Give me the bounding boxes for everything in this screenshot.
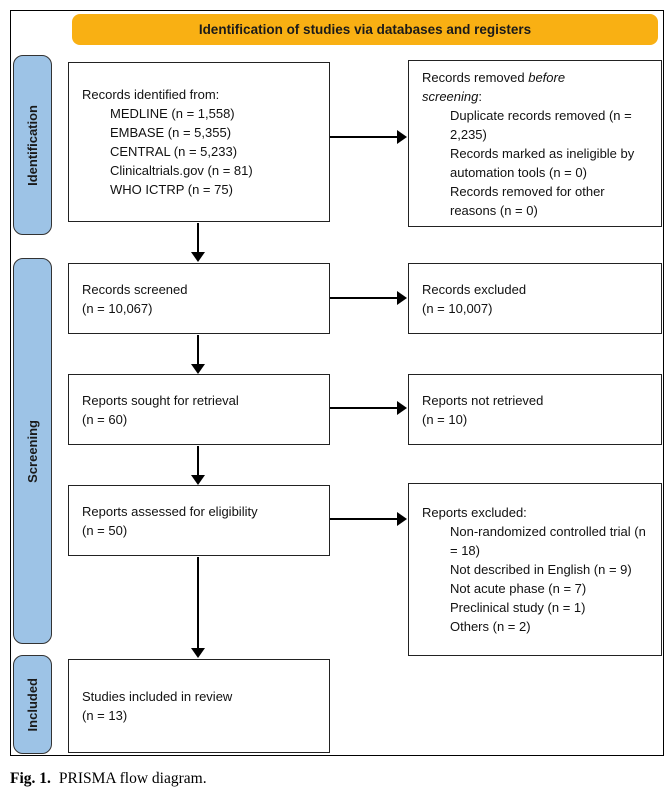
list-item: Preclinical study (n = 1)	[450, 600, 586, 615]
arrow-right-head-icon	[397, 512, 407, 526]
stage-label-screening: Screening	[13, 258, 52, 644]
box-records-screened-line2: (n = 10,067)	[82, 300, 153, 316]
arrow-down-head-icon	[191, 252, 205, 262]
arrow-down-icon	[197, 223, 199, 254]
stage-label-identification: Identification	[13, 55, 52, 235]
box-records-identified: Records identified from: MEDLINE (n = 1,…	[68, 62, 330, 222]
box-reports-excluded: Reports excluded: Non-randomized control…	[408, 483, 662, 656]
arrow-down-head-icon	[191, 648, 205, 658]
box-reports-sought-line1: Reports sought for retrieval	[82, 392, 239, 408]
arrow-right-head-icon	[397, 130, 407, 144]
box-records-removed-heading: Records removed before screening:	[422, 69, 566, 104]
box-reports-sought-line2: (n = 60)	[82, 411, 128, 427]
box-studies-included-line1: Studies included in review	[82, 689, 233, 704]
box-reports-not-retrieved-line2: (n = 10)	[422, 411, 468, 427]
box-records-screened-line1: Records screened	[82, 281, 188, 297]
arrow-right-icon	[330, 518, 398, 520]
list-item: EMBASE (n = 5,355)	[110, 125, 232, 140]
list-item: WHO ICTRP (n = 75)	[110, 182, 233, 197]
box-studies-included: Studies included in review (n = 13)	[68, 659, 330, 753]
list-item: Duplicate records removed (n = 2,235)	[450, 107, 632, 142]
arrow-right-icon	[330, 297, 398, 299]
list-item: Others (n = 2)	[450, 619, 531, 634]
box-records-screened: Records screened (n = 10,067)	[68, 263, 330, 334]
list-item: Records removed for other reasons (n = 0…	[450, 183, 605, 218]
list-item: CENTRAL (n = 5,233)	[110, 144, 238, 159]
box-reports-not-retrieved: Reports not retrieved (n = 10)	[408, 374, 662, 445]
arrow-down-head-icon	[191, 364, 205, 374]
list-item: Clinicaltrials.gov (n = 81)	[110, 163, 253, 178]
box-reports-assessed-line2: (n = 50)	[82, 522, 128, 538]
figure-caption-text: PRISMA flow diagram.	[58, 770, 207, 787]
arrow-down-head-icon	[191, 475, 205, 485]
box-studies-included-line2: (n = 13)	[82, 708, 128, 723]
stage-label-identification-text: Identification	[25, 104, 40, 186]
box-records-excluded-line1: Records excluded	[422, 281, 527, 297]
arrow-right-icon	[330, 136, 398, 138]
arrow-right-head-icon	[397, 401, 407, 415]
box-reports-not-retrieved-line1: Reports not retrieved	[422, 392, 544, 408]
arrow-right-icon	[330, 407, 398, 409]
stage-label-included-text: Included	[25, 677, 40, 732]
banner-title-label: Identification of studies via databases …	[198, 22, 532, 37]
box-records-removed: Records removed before screening: Duplic…	[408, 60, 662, 227]
box-records-identified-heading: Records identified from:	[82, 87, 220, 102]
stage-label-included: Included	[13, 655, 52, 754]
box-records-excluded-line2: (n = 10,007)	[422, 300, 493, 316]
figure-caption-number: Fig. 1.	[10, 770, 51, 787]
arrow-right-head-icon	[397, 291, 407, 305]
stage-label-screening-text: Screening	[25, 419, 40, 483]
list-item: Non-randomized controlled trial (n = 18)	[450, 524, 646, 558]
list-item: Records marked as ineligible by automati…	[450, 145, 635, 180]
banner-title: Identification of studies via databases …	[72, 14, 658, 45]
box-records-excluded: Records excluded (n = 10,007)	[408, 263, 662, 334]
arrow-down-icon	[197, 557, 199, 650]
arrow-down-icon	[197, 335, 199, 366]
box-reports-assessed: Reports assessed for eligibility (n = 50…	[68, 485, 330, 556]
list-item: Not acute phase (n = 7)	[450, 581, 587, 596]
box-reports-assessed-line1: Reports assessed for eligibility	[82, 503, 258, 519]
figure-caption: Fig. 1. PRISMA flow diagram.	[10, 770, 207, 788]
arrow-down-icon	[197, 446, 199, 477]
box-reports-sought: Reports sought for retrieval (n = 60)	[68, 374, 330, 445]
list-item: MEDLINE (n = 1,558)	[110, 106, 235, 121]
list-item: Not described in English (n = 9)	[450, 562, 632, 577]
box-reports-excluded-heading: Reports excluded:	[422, 505, 527, 520]
